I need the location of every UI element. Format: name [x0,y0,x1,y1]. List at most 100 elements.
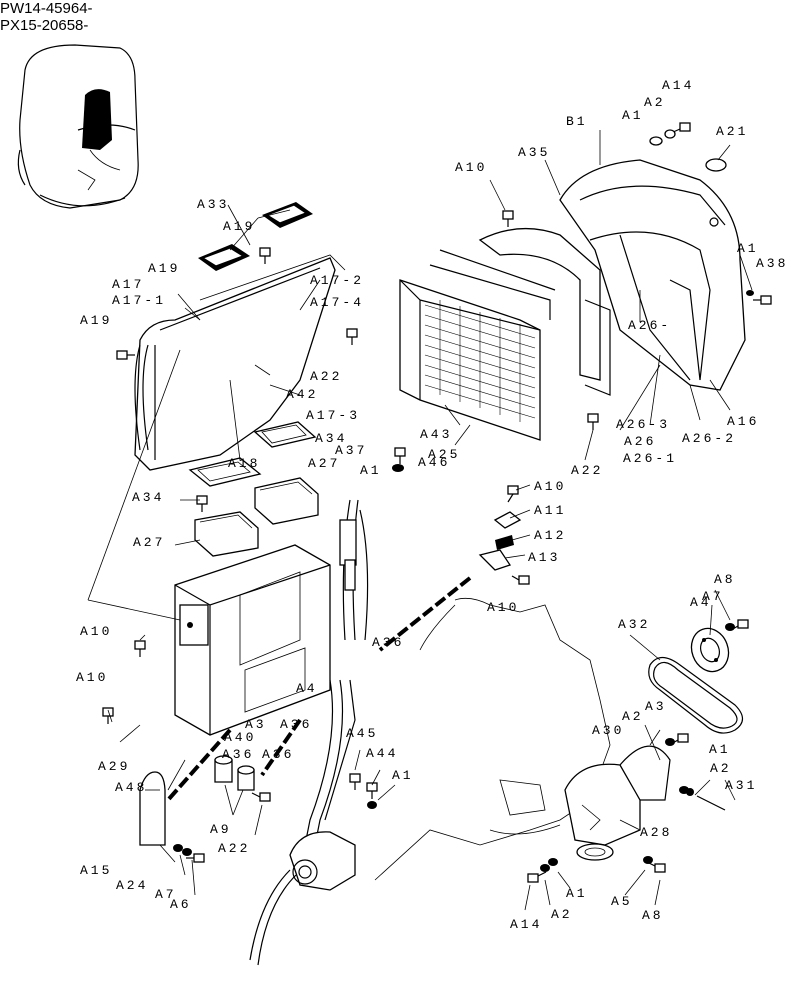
filter-panel-a25 [399,249,556,441]
cab-locator-thumbnail [17,44,139,209]
callout-a33: A33 [197,197,229,212]
callout-a38: A38 [756,256,788,271]
callout-a34-left: A34 [132,490,164,505]
callout-a7-top: A7 [702,589,724,604]
callout-a22-mid: A22 [310,369,342,384]
callout-a12: A12 [534,528,566,543]
callout-a2-right: A2 [622,709,644,724]
callout-a11: A11 [534,503,566,518]
callout-a19-top: A19 [223,219,255,234]
callout-a17-1: A17-1 [112,293,166,308]
callout-a3-right: A3 [645,699,667,714]
callout-a2-top: A2 [644,95,666,110]
callout-a10-left: A10 [80,624,112,639]
callout-a9: A9 [210,822,232,837]
callout-a1-low: A1 [392,768,414,783]
callout-a5: A5 [611,894,633,909]
callout-a7-low: A7 [155,887,177,902]
callout-a17-4: A17-4 [310,295,364,310]
duct-gasket-upper [188,457,262,487]
vent-grille-a19-left [198,244,250,271]
engine-outline [374,597,611,881]
callout-a27-top: A27 [308,456,340,471]
callout-a32: A32 [618,617,650,632]
callout-a1-right: A1 [737,241,759,256]
callout-a26-3: A26-3 [616,417,670,432]
callout-a10-right: A10 [534,479,566,494]
callout-a4-top: A4 [690,595,712,610]
blower-motor [289,831,356,891]
bracket-a11 [493,511,522,529]
callout-a42: A42 [286,387,318,402]
hose-clamp-a9 [214,755,255,791]
callout-a46: A46 [418,455,450,470]
compressor-bracket-a28 [564,745,671,861]
front-duct-panel [134,254,346,471]
callout-a28: A28 [640,825,672,840]
callout-a35: A35 [518,145,550,160]
callout-a34-top: A34 [315,431,347,446]
callout-a36-c: A36 [262,747,294,762]
callout-a19-left: A19 [148,261,180,276]
duct-gasket-a34 [253,421,317,448]
callout-a3-mid: A3 [245,717,267,732]
callout-a27-left: A27 [133,535,165,550]
callout-a43: A43 [420,427,452,442]
pulley-a4 [690,627,730,673]
callout-a10-mid: A10 [487,600,519,615]
callout-a4-mid: A4 [296,681,318,696]
callout-a45: A45 [346,726,378,741]
drain-fitting-a15 [139,771,166,846]
hose-loop-a17-1 [87,344,181,621]
callout-a26-top: A26- [628,318,671,333]
heater-unit [174,544,331,736]
callout-a18: A18 [228,456,260,471]
callout-a8-top: A8 [714,572,736,587]
duct-outlet-a27 [194,511,259,557]
washers [173,129,754,872]
callout-a8-bottom: A8 [642,908,664,923]
callout-a30: A30 [592,723,624,738]
callout-a17-2: A17-2 [310,273,364,288]
callout-a1-bottom: A1 [566,886,588,901]
callout-a15: A15 [80,863,112,878]
callout-a17-3: A17-3 [306,408,360,423]
callout-a10-left2: A10 [76,670,108,685]
hose-assembly-main [249,499,369,966]
callout-b1: B1 [566,114,588,129]
callout-a14-top: A14 [662,78,694,93]
callout-labels: A14 A2 A1 B1 A21 A35 A10 A33 A19 A19 A17… [76,78,788,932]
callout-a29: A29 [98,759,130,774]
callout-a26-1: A26-1 [623,451,677,466]
callout-a36-b: A36 [222,747,254,762]
serial-range-line-1: PW14-45964- [0,0,93,17]
callout-a36-a: A36 [280,717,312,732]
callout-a36-mid: A36 [372,635,404,650]
callout-a1-mid: A1 [360,463,382,478]
callout-a1-top: A1 [622,108,644,123]
callout-a44: A44 [366,746,398,761]
callout-a22-right: A22 [571,463,603,478]
frame-bracket-a26 [478,227,611,396]
callout-a37: A37 [335,443,367,458]
bracket-a13 [478,549,512,571]
duct-outlet-a18 [254,477,319,525]
callout-a22-low: A22 [218,841,250,856]
callout-a6: A6 [170,897,192,912]
callout-a10-top: A10 [455,160,487,175]
callout-a16: A16 [727,414,759,429]
callout-a25: A25 [428,447,460,462]
callout-a2-right2: A2 [710,761,732,776]
callout-a13: A13 [528,550,560,565]
callout-a17: A17 [112,277,144,292]
cover-b1 [559,158,746,391]
callout-a31: A31 [725,778,757,793]
callout-a48: A48 [115,780,147,795]
vent-grille-a19-right [262,202,313,228]
callout-a26: A26 [624,434,656,449]
assembly-arrows [166,576,472,802]
callout-a26-2: A26-2 [682,431,736,446]
leader-lines [107,130,753,911]
mounting-bolts [102,122,772,883]
